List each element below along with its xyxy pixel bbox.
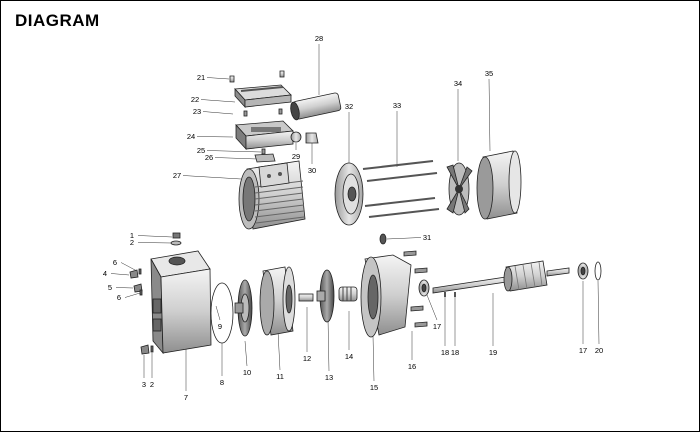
leader-line-31	[386, 237, 422, 240]
o-ring	[210, 282, 234, 344]
callout-11: 11	[276, 372, 284, 381]
leader-line-23	[202, 111, 234, 115]
rotor-shaft	[432, 260, 570, 294]
impeller	[234, 279, 253, 337]
page-title: DIAGRAM	[15, 11, 100, 30]
callout-25: 25	[197, 146, 205, 155]
callout-2: 2	[130, 238, 134, 247]
leader-line-4	[110, 273, 130, 276]
callout-12: 12	[303, 354, 311, 363]
callout-17: 17	[433, 322, 441, 331]
callout-24: 24	[187, 132, 195, 141]
callout-20: 20	[595, 346, 603, 355]
seal-plate	[316, 269, 335, 323]
callout-6: 6	[113, 258, 117, 267]
callout-19: 19	[489, 348, 497, 357]
terminal-box	[235, 120, 294, 151]
leader-line-9	[215, 305, 221, 321]
leader-line-24	[196, 136, 234, 138]
leader-line-1	[137, 235, 173, 238]
callout-5: 5	[108, 283, 112, 292]
callout-9: 9	[218, 322, 222, 331]
terminal-screws	[243, 108, 283, 117]
callout-18: 18	[451, 348, 459, 357]
callout-16: 16	[408, 362, 416, 371]
priming-plug	[170, 232, 182, 246]
leader-line-21	[206, 77, 230, 80]
motor-housing	[238, 160, 306, 230]
callout-4: 4	[103, 269, 107, 278]
leader-line-13	[327, 318, 330, 372]
callout-8: 8	[220, 378, 224, 387]
fan-cover	[476, 150, 522, 220]
leader-line-26	[214, 157, 258, 160]
callout-17: 17	[579, 346, 587, 355]
tie-rods	[362, 160, 440, 218]
callout-32: 32	[345, 102, 353, 111]
leader-lines	[110, 44, 600, 391]
motor-bracket	[360, 254, 412, 338]
pump-body	[150, 250, 212, 355]
callout-33: 33	[393, 101, 401, 110]
callout-28: 28	[315, 34, 323, 43]
callout-14: 14	[345, 352, 353, 361]
leader-line-17	[426, 294, 438, 321]
callout-2: 2	[150, 380, 154, 389]
rear-bearing	[577, 262, 589, 280]
leader-line-5	[115, 287, 134, 289]
motor-end-shield	[334, 162, 364, 226]
callout-26: 26	[205, 153, 213, 162]
callout-30: 30	[308, 166, 316, 175]
leader-line-35	[488, 78, 491, 152]
callout-15: 15	[370, 383, 378, 392]
capacitor	[290, 92, 342, 121]
leader-line-25	[206, 150, 262, 153]
callout-13: 13	[325, 373, 333, 382]
mechanical-seal	[338, 286, 358, 302]
callout-1: 1	[130, 231, 134, 240]
leader-line-10	[244, 340, 248, 367]
callout-22: 22	[191, 95, 199, 104]
callout-27: 27	[173, 171, 181, 180]
terminal-cover-screws	[229, 70, 285, 83]
side-plugs	[129, 268, 143, 296]
terminal-box-cover	[234, 84, 292, 109]
callout-21: 21	[197, 73, 205, 82]
callout-3: 3	[142, 380, 146, 389]
leader-line-22	[200, 99, 236, 103]
leader-line-2	[137, 242, 173, 244]
callout-34: 34	[454, 79, 462, 88]
front-bearing	[418, 279, 456, 297]
diffuser	[259, 266, 296, 336]
callout-23: 23	[193, 107, 201, 116]
callout-10: 10	[243, 368, 251, 377]
leader-line-11	[277, 330, 281, 371]
callout-31: 31	[423, 233, 431, 242]
wave-washer	[594, 261, 602, 281]
leader-line-6	[124, 292, 141, 298]
callout-35: 35	[485, 69, 493, 78]
cable-glands	[290, 131, 319, 144]
leader-line-20	[597, 280, 600, 345]
leader-line-15	[372, 335, 375, 382]
shaft-sleeve	[298, 293, 314, 302]
leader-line-6	[120, 262, 138, 272]
callout-6: 6	[117, 293, 121, 302]
callout-18: 18	[441, 348, 449, 357]
callout-29: 29	[292, 152, 300, 161]
cooling-fan	[446, 162, 473, 216]
callout-7: 7	[184, 393, 188, 402]
leader-line-27	[182, 175, 242, 180]
drain-plug	[140, 344, 154, 355]
seal-ring	[379, 233, 428, 328]
capacitor-clip	[254, 148, 276, 163]
